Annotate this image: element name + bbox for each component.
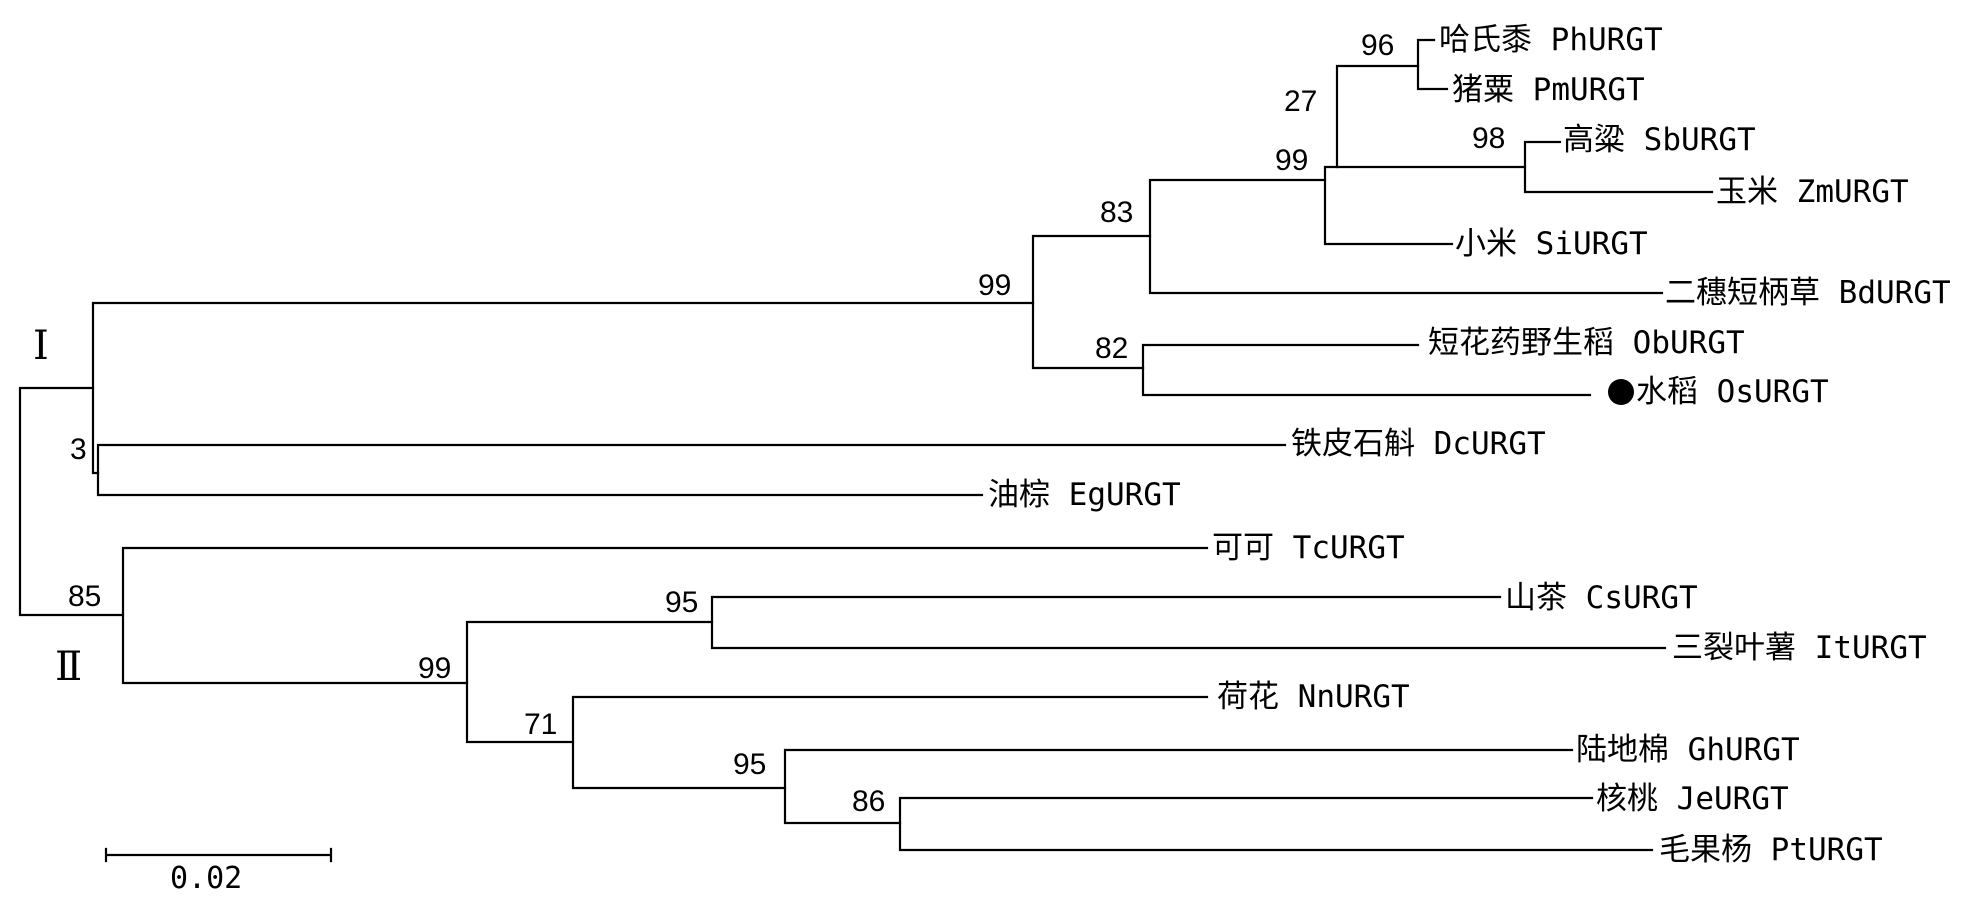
- scale-bar-label: 0.02: [170, 861, 242, 896]
- branch-3: [96, 443, 1287, 497]
- marker-os: [1608, 379, 1634, 405]
- bootstrap-96: 96: [1361, 29, 1394, 62]
- bootstrap-values: 96 98 27 99 83 82 99 3 95 86 95 71 99 85: [68, 29, 1505, 818]
- tip-label-si: 小米 SiURGT: [1455, 226, 1648, 262]
- bootstrap-95a: 95: [665, 586, 698, 619]
- tip-label-pt: 毛果杨 PtURGT: [1659, 832, 1883, 868]
- branch-83: [1148, 178, 1664, 295]
- tip-label-nn: 荷花 NnURGT: [1217, 679, 1410, 715]
- tip-label-ph: 哈氏黍 PhURGT: [1439, 22, 1663, 58]
- tip-label-sb: 高粱 SbURGT: [1563, 122, 1756, 158]
- bootstrap-99c: 99: [418, 652, 451, 685]
- tip-label-it: 三裂叶薯 ItURGT: [1672, 630, 1927, 666]
- clade-label-1: Ⅰ: [33, 323, 49, 368]
- tip-label-tc: 可可 TcURGT: [1212, 530, 1405, 566]
- bootstrap-71: 71: [524, 708, 557, 741]
- tip-label-ob: 短花药野生稻 ObURGT: [1428, 325, 1745, 361]
- bootstrap-85: 85: [68, 580, 101, 613]
- bootstrap-95b: 95: [733, 748, 766, 781]
- branch-99a: [1323, 165, 1454, 246]
- branch-95a: [710, 595, 1667, 650]
- tip-label-zm: 玉米 ZmURGT: [1716, 174, 1909, 210]
- branch-82: [1141, 343, 1592, 397]
- branch-95b: [783, 748, 1574, 825]
- bootstrap-98: 98: [1472, 122, 1505, 155]
- bootstrap-27: 27: [1284, 85, 1317, 118]
- clade-label-2: Ⅱ: [55, 644, 82, 689]
- branch-99b: [1031, 234, 1152, 370]
- branch-27: [1335, 64, 1527, 169]
- branch-99c: [465, 620, 714, 744]
- bootstrap-99a: 99: [1275, 144, 1308, 177]
- branch-98: [1523, 140, 1714, 194]
- tip-label-cs: 山茶 CsURGT: [1505, 580, 1698, 616]
- branch-clade-1: [91, 301, 1035, 475]
- bootstrap-86: 86: [852, 785, 885, 818]
- tip-label-dc: 铁皮石斛 DcURGT: [1291, 426, 1546, 462]
- bootstrap-83: 83: [1100, 196, 1133, 229]
- bootstrap-82: 82: [1095, 332, 1128, 365]
- branch-96: [1416, 38, 1449, 91]
- branch-root: [18, 386, 125, 617]
- tip-labels: 哈氏黍 PhURGT 猪粟 PmURGT 高粱 SbURGT 玉米 ZmURGT…: [988, 22, 1951, 868]
- branch-86: [898, 796, 1654, 852]
- tip-label-je: 核桃 JeURGT: [1596, 781, 1789, 817]
- tip-label-pm: 猪粟 PmURGT: [1452, 72, 1645, 108]
- branch-71: [571, 695, 1209, 790]
- scale-bar: [104, 847, 333, 863]
- tip-label-bd: 二穗短柄草 BdURGT: [1665, 275, 1951, 311]
- branch-85: [121, 546, 1209, 685]
- tree-branches: [18, 38, 1714, 863]
- bootstrap-99b: 99: [978, 269, 1011, 302]
- tip-label-gh: 陆地棉 GhURGT: [1576, 732, 1800, 768]
- tip-label-os: 水稻 OsURGT: [1636, 374, 1829, 410]
- bootstrap-3: 3: [70, 433, 87, 466]
- tip-label-eg: 油棕 EgURGT: [988, 477, 1181, 513]
